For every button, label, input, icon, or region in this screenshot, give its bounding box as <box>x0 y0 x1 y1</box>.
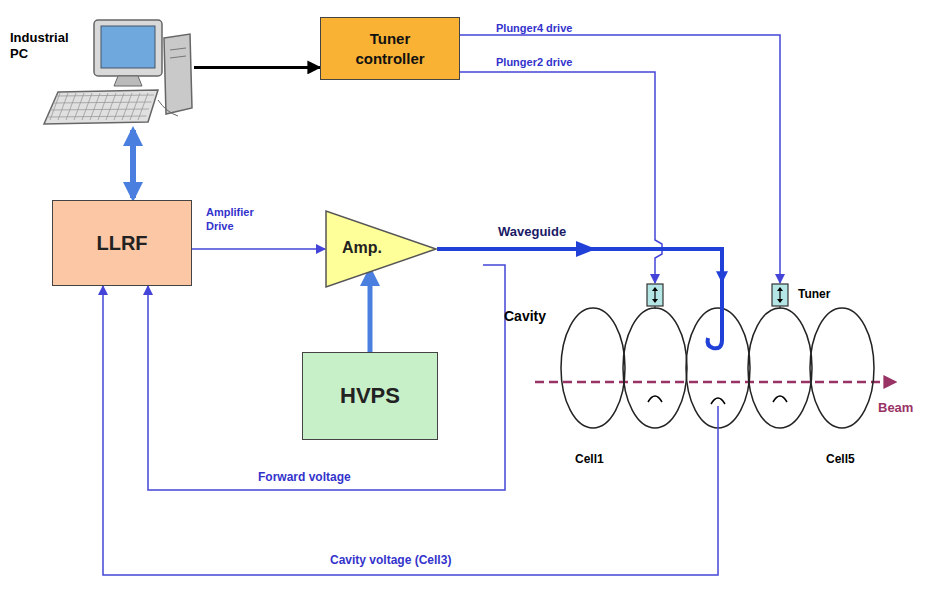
signal-label: Plunger2 drive <box>496 56 572 70</box>
waveguide-line <box>437 249 722 282</box>
command-arrow <box>194 66 320 69</box>
amplifier-triangle-shape <box>326 211 436 287</box>
controller-box: Tuner controller <box>320 17 460 80</box>
drive-signal-line <box>460 72 662 283</box>
cavity-cell <box>561 308 625 428</box>
beam-line <box>535 381 896 384</box>
signal-label: Cavity voltage (Cell3) <box>330 553 451 568</box>
signal-label: Amplifier Drive <box>206 206 276 234</box>
signal-label: Forward voltage <box>258 470 351 485</box>
feedback-signal-line <box>148 265 505 490</box>
node-text: HVPS <box>340 383 400 409</box>
cavity-node: Cavity <box>558 280 878 432</box>
node-text: Tuner controller <box>335 29 445 68</box>
drive-signal-line <box>192 248 325 250</box>
cell-label: Cell1 <box>575 452 604 466</box>
node-text: Industrial PC <box>10 30 84 63</box>
signal-label: Waveguide <box>498 224 566 240</box>
part-label: Tuner <box>798 287 830 301</box>
pickup-loop <box>711 398 725 404</box>
node-text: Cavity <box>504 308 546 324</box>
node-text: Amp. <box>342 239 382 257</box>
coupler-loop <box>648 396 662 402</box>
data-link-arrow <box>130 130 136 198</box>
coupler-loop <box>773 396 787 402</box>
tuner-plunger <box>647 284 663 306</box>
amplifier-triangle: Amp. <box>325 210 437 288</box>
cavity-cell <box>623 308 687 428</box>
power-supply-box: HVPS <box>302 352 438 440</box>
cavity-cell <box>810 308 874 428</box>
feedback-signal-line <box>103 286 718 575</box>
power-arrow <box>368 270 373 352</box>
computer-node: Industrial PC <box>8 16 194 128</box>
waveguide-coupler <box>708 280 722 348</box>
cavity-cell <box>748 308 812 428</box>
tuner-plunger <box>772 284 788 306</box>
cavity-drawing <box>558 280 878 432</box>
drive-signal-line <box>460 35 780 283</box>
cell-label: Cell5 <box>826 452 855 466</box>
signal-label: Plunger4 drive <box>496 22 572 36</box>
node-text: LLRF <box>96 232 147 255</box>
llrf-box: LLRF <box>52 200 192 286</box>
beam-label: Beam <box>878 400 913 415</box>
